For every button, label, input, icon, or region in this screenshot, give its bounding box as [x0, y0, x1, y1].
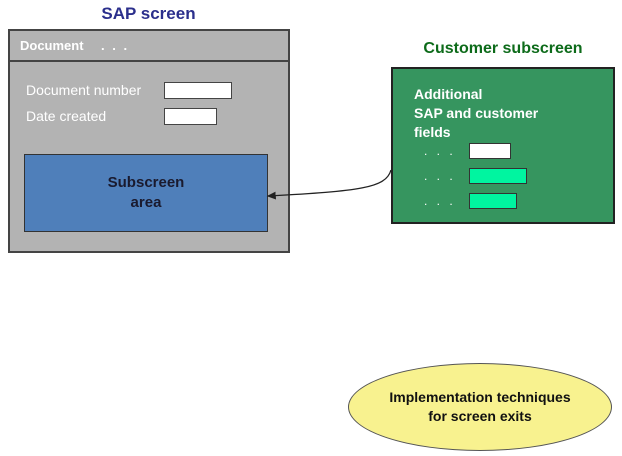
subscreen-area-line1: Subscreen	[107, 174, 185, 191]
callout-line1: Implementation techniques	[389, 389, 571, 405]
header-document-label: Document	[20, 38, 84, 53]
callout-line2: for screen exits	[428, 408, 532, 424]
sap-screen-title: SAP screen	[101, 4, 196, 23]
header-ellipsis: . . .	[101, 38, 130, 53]
subscreen-area: Subscreen area	[24, 154, 268, 232]
customer-subscreen: Additional SAP and customer fields . . .…	[391, 67, 615, 224]
description-line: fields	[414, 124, 451, 140]
customer-field-3[interactable]	[469, 193, 517, 209]
date-created-input[interactable]	[164, 108, 217, 125]
customer-field-2[interactable]	[469, 168, 527, 184]
customer-subscreen-description: Additional SAP and customer fields	[414, 85, 538, 142]
sap-screen: Document . . . Document number Date crea…	[8, 29, 290, 253]
row-ellipsis: . . .	[424, 144, 456, 158]
row-ellipsis: . . .	[424, 169, 456, 183]
sap-screen-header: Document . . .	[10, 31, 288, 62]
row-ellipsis: . . .	[424, 194, 456, 208]
subscreen-area-line2: area	[130, 194, 162, 211]
document-number-input[interactable]	[164, 82, 232, 99]
customer-subscreen-title: Customer subscreen	[423, 40, 583, 57]
description-line: Additional	[414, 86, 483, 102]
date-created-label: Date created	[26, 108, 107, 124]
callout-ellipse: Implementation techniques for screen exi…	[348, 363, 612, 451]
document-number-label: Document number	[26, 82, 142, 98]
customer-field-1[interactable]	[469, 143, 511, 159]
description-line: SAP and customer	[414, 105, 539, 121]
